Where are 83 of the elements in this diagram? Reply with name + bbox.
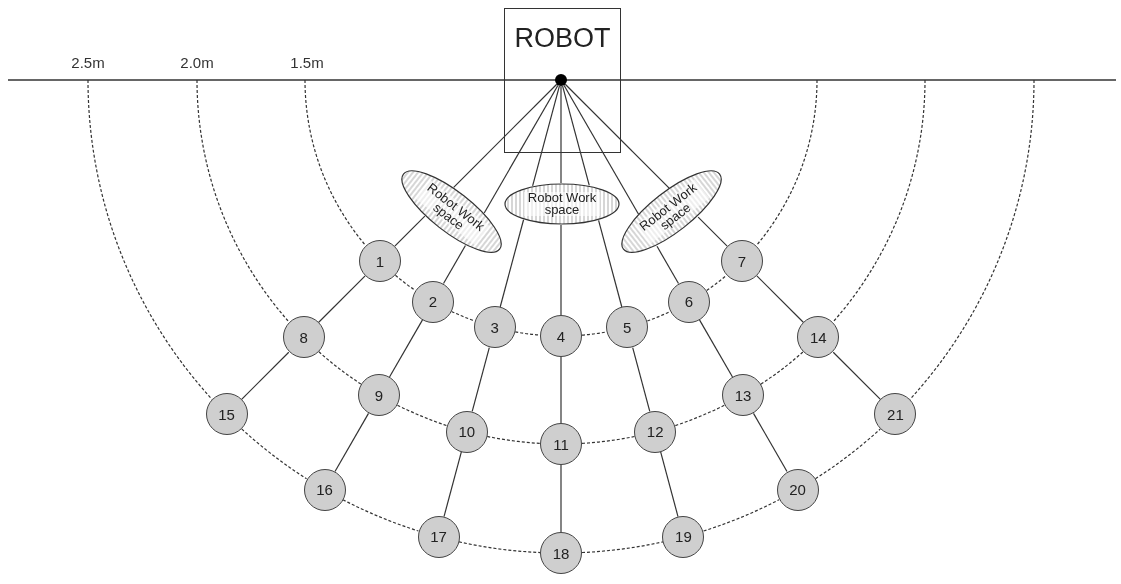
dashed-arc xyxy=(196,79,290,323)
distance-label: 1.5m xyxy=(290,54,324,71)
numbered-circle: 12 xyxy=(634,410,677,453)
distance-label: 2.0m xyxy=(180,54,214,71)
numbered-circle: 20 xyxy=(776,468,819,511)
connector-line xyxy=(317,275,366,324)
connector-line xyxy=(656,245,680,285)
numbered-circle: 13 xyxy=(722,374,764,417)
dashed-arc xyxy=(451,310,476,322)
dashed-arc xyxy=(581,331,608,336)
dashed-arc xyxy=(706,274,728,292)
numbered-circle: 3 xyxy=(473,306,516,349)
connector-line xyxy=(564,83,670,189)
workspace-ellipse xyxy=(503,182,621,226)
numbered-circle: 9 xyxy=(358,374,400,417)
dashed-arc xyxy=(87,79,213,400)
dashed-arc xyxy=(458,541,541,554)
joint-dot xyxy=(554,73,567,86)
dashed-arc xyxy=(514,331,541,336)
workspace-ellipse xyxy=(620,169,724,255)
connector-line xyxy=(532,85,561,187)
connector-line xyxy=(560,464,562,533)
dashed-arc xyxy=(703,499,780,532)
dashed-arc xyxy=(760,351,804,385)
numbered-circle: 21 xyxy=(874,393,917,436)
dashed-arc xyxy=(396,404,448,427)
connector-line xyxy=(697,216,728,247)
connector-line xyxy=(698,319,734,378)
connector-line xyxy=(598,219,623,308)
connector-line xyxy=(483,84,559,214)
robot-label: ROBOT xyxy=(514,23,611,53)
dashed-arc xyxy=(755,79,818,247)
connector-line xyxy=(752,412,788,473)
dashed-arc xyxy=(394,274,416,292)
numbered-circle: 17 xyxy=(417,515,460,558)
connector-line xyxy=(756,275,805,324)
dashed-arc xyxy=(646,310,671,322)
numbered-circle: 18 xyxy=(540,532,582,574)
connector-line xyxy=(442,244,467,285)
robot-box xyxy=(504,8,621,153)
numbered-circle: 14 xyxy=(797,316,840,359)
numbered-circle: 11 xyxy=(540,423,582,465)
connector-line xyxy=(443,451,462,518)
connector-line xyxy=(471,346,490,412)
numbered-circle: 15 xyxy=(205,393,248,436)
connector-line xyxy=(563,84,640,215)
numbered-circle: 4 xyxy=(540,315,582,357)
numbered-circle: 6 xyxy=(668,280,710,323)
connector-line xyxy=(394,215,426,247)
connector-line xyxy=(499,219,525,308)
dashed-arc xyxy=(674,404,726,427)
dashed-arc xyxy=(581,435,636,444)
dashed-arc xyxy=(909,79,1035,400)
numbered-circle: 7 xyxy=(721,240,763,282)
connector-line xyxy=(832,351,882,401)
connector-line xyxy=(632,346,651,412)
dashed-arc xyxy=(304,79,367,247)
numbered-circle: 19 xyxy=(662,515,705,558)
connector-line xyxy=(560,224,562,316)
connector-line xyxy=(388,319,424,378)
connector-line xyxy=(560,356,562,424)
connector-line xyxy=(334,412,370,473)
numbered-circle: 10 xyxy=(445,410,488,453)
connector-line xyxy=(240,351,290,401)
workspace-ellipse xyxy=(400,169,504,255)
dashed-arc xyxy=(581,541,664,554)
numbered-circle: 8 xyxy=(282,316,325,359)
dashed-arc xyxy=(342,499,420,532)
dashed-arc xyxy=(241,428,308,480)
dashed-arc xyxy=(832,79,926,323)
numbered-circle: 16 xyxy=(303,468,346,511)
dashed-arc xyxy=(318,351,362,385)
distance-label: 2.5m xyxy=(71,54,105,71)
workspace-label: Robot Work space xyxy=(524,192,600,216)
numbered-circle: 5 xyxy=(606,306,649,349)
connector-line xyxy=(561,85,590,187)
connector-line xyxy=(560,85,562,184)
numbered-circle: 2 xyxy=(412,280,454,323)
connector-line xyxy=(453,83,558,188)
dashed-arc xyxy=(486,435,541,444)
dashed-arc xyxy=(814,428,881,480)
numbered-circle: 1 xyxy=(358,240,401,282)
connector-line xyxy=(660,451,679,518)
